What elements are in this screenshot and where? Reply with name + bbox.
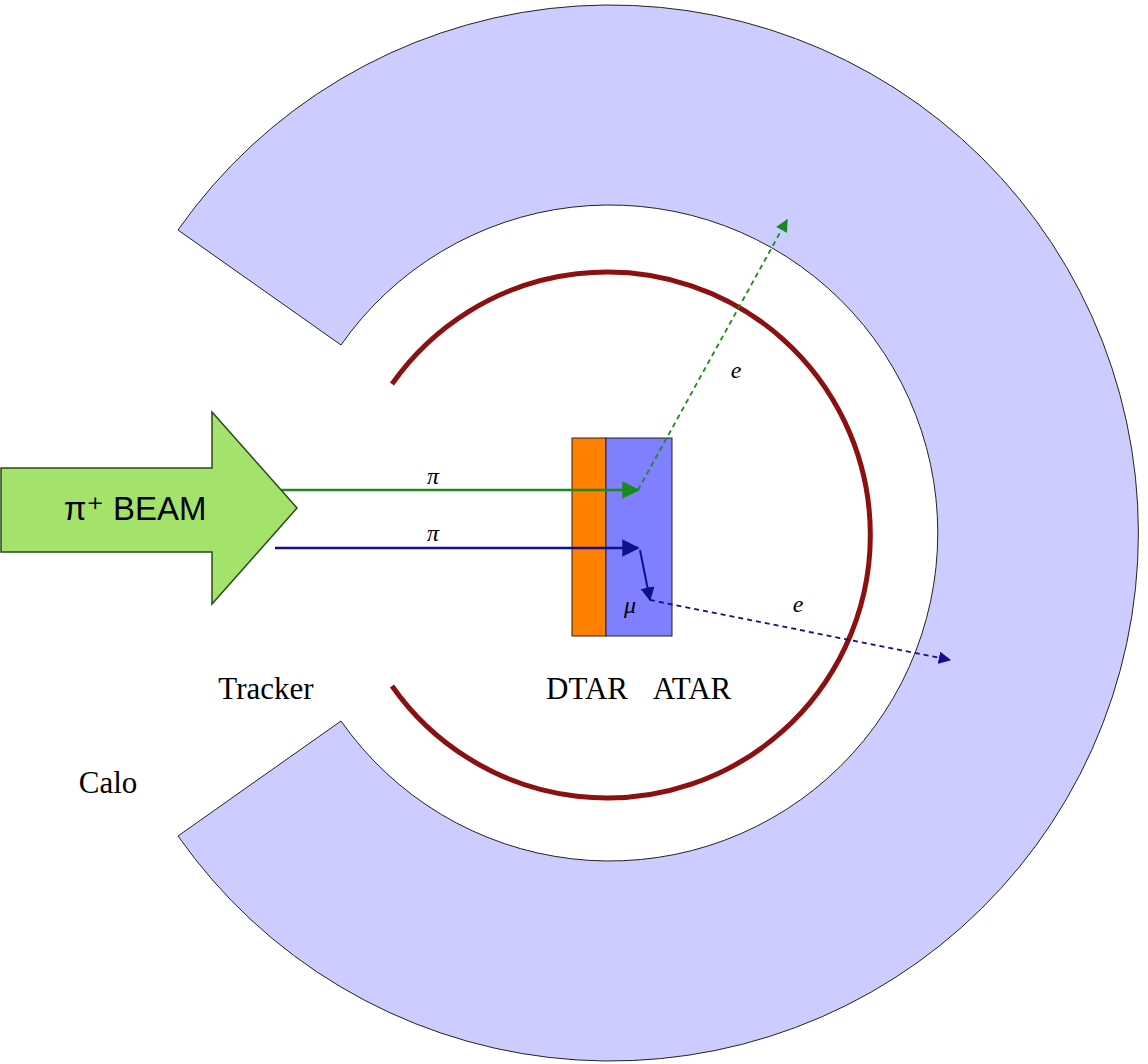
pion-track [275, 489, 638, 492]
beam-arrow: π⁺ BEAM [0, 410, 300, 606]
particle-label: π [427, 521, 439, 545]
beam-label: π⁺ BEAM [4, 410, 266, 606]
part-name: ATAR [653, 673, 731, 704]
pion-track [275, 547, 638, 550]
part-name: DTAR [546, 673, 628, 704]
dtar-target [572, 438, 606, 636]
tracker-arc [392, 272, 870, 798]
atar-target [606, 438, 672, 636]
muon-track [640, 550, 650, 600]
particle-label: π [427, 464, 439, 488]
particle-label: μ [624, 593, 636, 617]
particle-label: e [731, 358, 742, 382]
part-name: Tracker [218, 673, 313, 704]
calorimeter [178, 5, 1138, 1061]
electron-track [638, 220, 787, 490]
particle-label: e [793, 592, 804, 616]
part-name: Calo [79, 767, 138, 798]
